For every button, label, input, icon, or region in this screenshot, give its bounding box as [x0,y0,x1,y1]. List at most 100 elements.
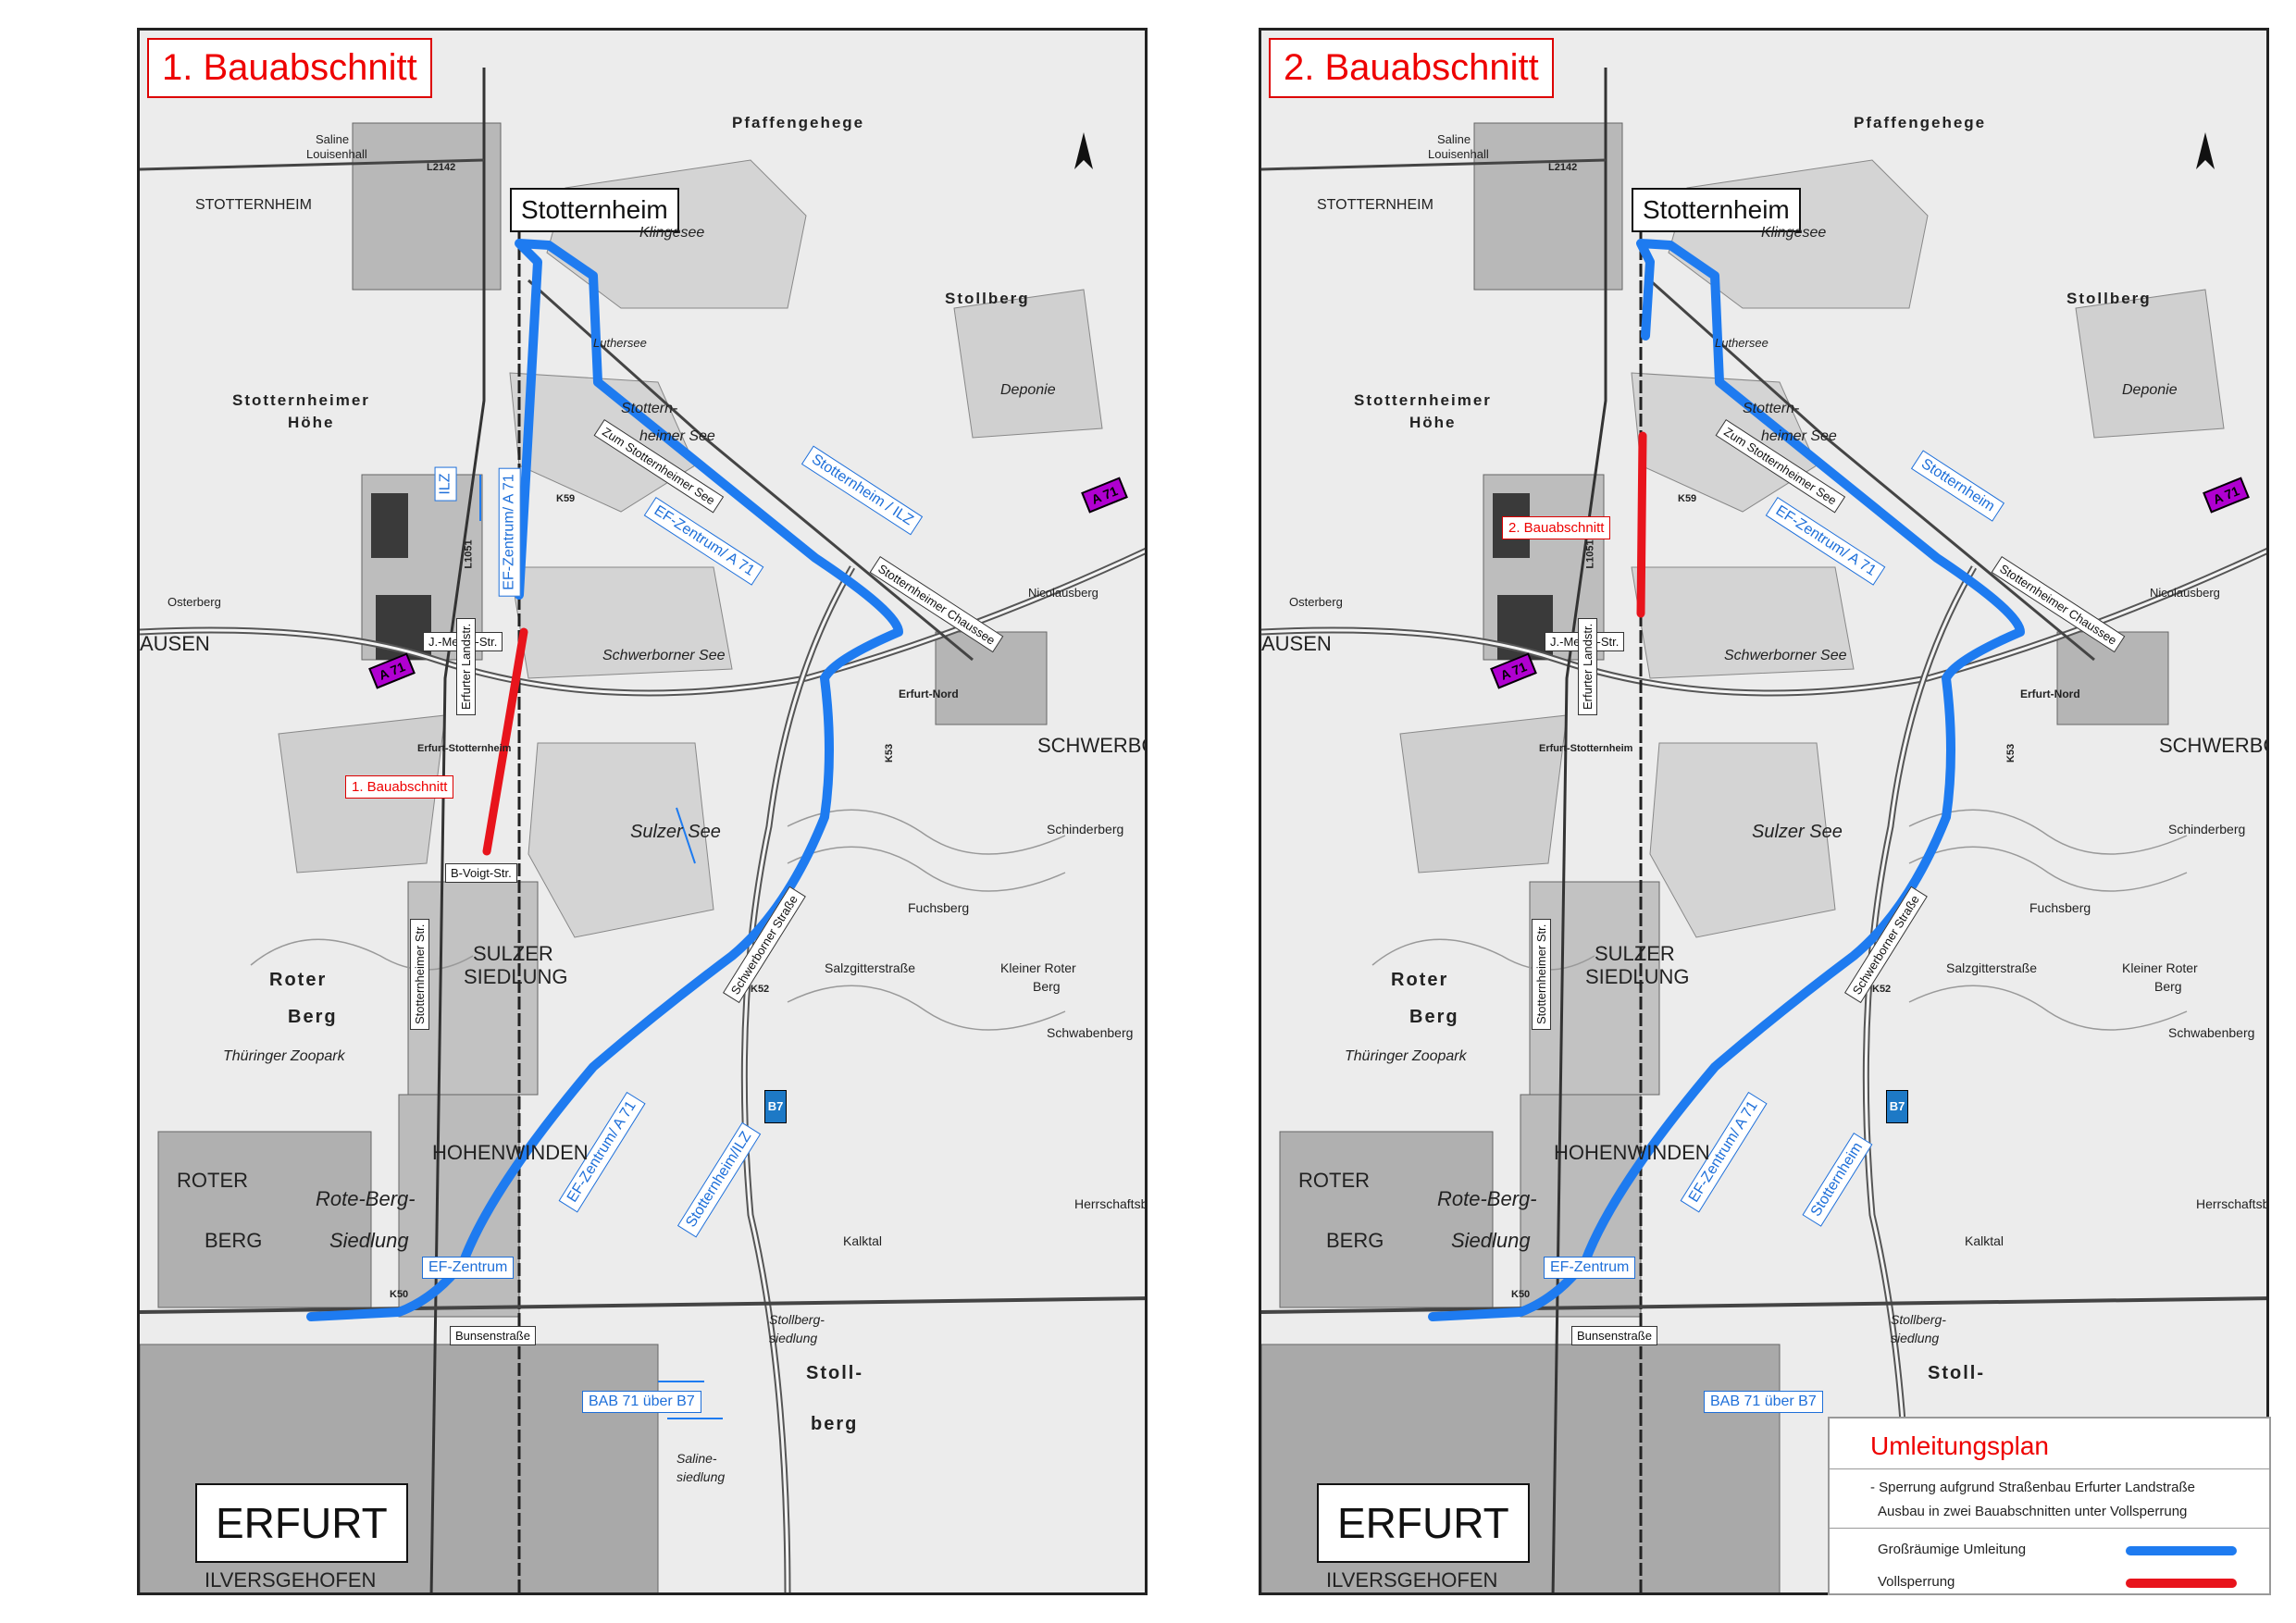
legend-title: Umleitungsplan [1870,1431,2049,1460]
road-bunsenstrasse [1261,1296,2266,1314]
settlement-roter-berg [1279,1131,1494,1308]
place-zoopark: Thüringer Zoopark [223,1048,345,1064]
place-stotternheimer-hoehe-1: Stotternheimer [1354,391,1492,409]
place-sulzer-siedlung-2: SIEDLUNG [464,965,568,988]
place-rote-berg: Rote-Berg- [316,1187,416,1210]
place-stotternheimer-see-2: heimer See [639,428,715,444]
place-stotternheimer-hoehe-2: Höhe [1409,414,1457,431]
place-luthersee: Luthersee [1715,336,1769,350]
place-saline-1: Saline [1437,132,1471,146]
place-roter: ROTER [177,1169,248,1192]
detour-label-bab71: BAB 71 über B7 [1704,1391,1823,1413]
place-stollberg: Stollberg [2066,290,2152,307]
place-stollberg-siedlung-2: siedlung [769,1331,818,1345]
detour-label-ef-zentrum-city: EF-Zentrum [422,1257,515,1279]
place-fuchsberg: Fuchsberg [908,900,970,915]
industry-block-2 [371,493,408,558]
place-siedlung: Siedlung [1451,1229,1531,1252]
closure-label: 2. Bauabschnitt [1502,516,1611,539]
map-panel-1[interactable]: 1. Bauabschnitt Stotternheim ERFURT 1. B… [137,28,1148,1595]
city-label-erfurt: ERFURT [1317,1483,1530,1563]
village-stotternheim [1473,122,1623,291]
place-berg: BERG [1326,1229,1384,1252]
road-shield-b7: B7 [764,1090,787,1123]
road-bunsenstrasse [140,1296,1145,1314]
place-saline-siedlung-2: siedlung [676,1469,726,1484]
place-sulzer-siedlung-1: SULZER [1595,942,1675,965]
closure-line [1636,431,1647,618]
village-stotternheim [352,122,502,291]
place-roter: ROTER [1298,1169,1370,1192]
place-kalktal: Kalktal [843,1233,883,1248]
place-kleiner-roter-berg-2: Berg [1033,979,1061,994]
road-number-k53: K53 [884,743,896,763]
map-base-2 [1261,68,2266,1592]
place-fuchsberg: Fuchsberg [2029,900,2091,915]
place-rote-berg: Rote-Berg- [1437,1187,1537,1210]
place-schwerborn: SCHWERBORN [2159,734,2266,757]
place-stoll: Stoll- [1928,1363,1985,1383]
road-number-k50: K50 [1511,1289,1531,1300]
legend-box: Umleitungsplan - Sperrung aufgrund Straß… [1828,1417,2271,1595]
place-saline-siedlung-1: Saline- [676,1451,717,1466]
road-chaussee [1648,279,2095,662]
place-kleiner-roter-berg-2: Berg [2154,979,2182,994]
place-erfurt-nord: Erfurt-Nord [2020,688,2080,700]
place-roter-berg-1: Roter [269,970,328,990]
road-number-l1051: L1051 [1584,539,1596,569]
place-roter-berg-2: Berg [288,1007,338,1027]
road-b7 [740,565,856,1592]
place-ausen: AUSEN [1261,632,1332,655]
lake-sulzer-see [1649,742,1836,938]
place-ausen: AUSEN [140,632,210,655]
street-stotternheimer: Stotternheimer Str. [1532,918,1551,1030]
industry-south [1520,1094,1642,1318]
street-bunsen: Bunsenstraße [450,1326,536,1345]
place-roter-berg-1: Roter [1391,970,1449,990]
place-herrschaftsberg: Herrschaftsbe [2196,1196,2269,1211]
road-number-k50: K50 [390,1289,409,1300]
place-schinderberg: Schinderberg [2168,822,2246,836]
place-sulzer-siedlung-2: SIEDLUNG [1585,965,1690,988]
place-sulzer-siedlung-1: SULZER [473,942,553,965]
place-stollberg: Stollberg [945,290,1030,307]
closure-label: 1. Bauabschnitt [345,775,454,799]
street-stotternheimer: Stotternheimer Str. [410,918,429,1030]
road-number-k59: K59 [556,493,576,504]
street-erfurter: Erfurter Landstr. [1578,617,1597,715]
place-sulzer-see: Sulzer See [630,822,721,842]
place-pfaffengehege: Pfaffengehege [732,114,865,131]
place-saline-2: Louisenhall [306,147,367,161]
place-stotternheimer-see-1: Stottern- [621,401,678,416]
legend-detour-label: Großräumige Umleitung [1878,1542,2027,1557]
panel-title: 2. Bauabschnitt [1269,38,1554,98]
road-erfurter-landstr [429,68,486,1592]
road-number-k52: K52 [1872,984,1892,995]
detour-label-ef-zentrum-city: EF-Zentrum [1544,1257,1636,1279]
place-herrschaftsberg: Herrschaftsbe [1074,1196,1148,1211]
place-zoopark: Thüringer Zoopark [1345,1048,1467,1064]
place-siedlung: Siedlung [329,1229,409,1252]
place-klingesee: Klingesee [1761,225,1827,241]
road-number-k53: K53 [2005,743,2017,763]
place-klingesee: Klingesee [639,225,705,241]
place-berg: BERG [205,1229,263,1252]
map-panel-2[interactable]: 2. Bauabschnitt Stotternheim ERFURT 2. B… [1259,28,2269,1595]
detour-label-ef-zentrum-north: EF-Zentrum/ A 71 [498,467,521,597]
place-schwabenberg: Schwabenberg [1047,1025,1134,1040]
place-nicolausberg: Nicolausberg [1028,586,1098,600]
lake-sulzer-see [527,742,714,938]
place-stoll: Stoll- [806,1363,863,1383]
place-nicolausberg: Nicolausberg [2150,586,2220,600]
place-kleiner-roter-berg-1: Kleiner Roter [1000,960,1076,975]
place-stotternheimer-see-2: heimer See [1761,428,1837,444]
place-erfurt-stotternheim: Erfurt-Stotternheim [417,743,512,754]
area-west [1399,714,1568,873]
road-b7-inner [742,566,854,1592]
place-schinderberg: Schinderberg [1047,822,1124,836]
legend-detour-swatch [2126,1546,2237,1555]
place-stotternheim: STOTTERNHEIM [195,197,312,213]
place-stotternheimer-hoehe-2: Höhe [288,414,335,431]
street-voigt: B-Voigt-Str. [445,863,517,883]
place-stollberg-siedlung-1: Stollberg- [1891,1312,1946,1327]
